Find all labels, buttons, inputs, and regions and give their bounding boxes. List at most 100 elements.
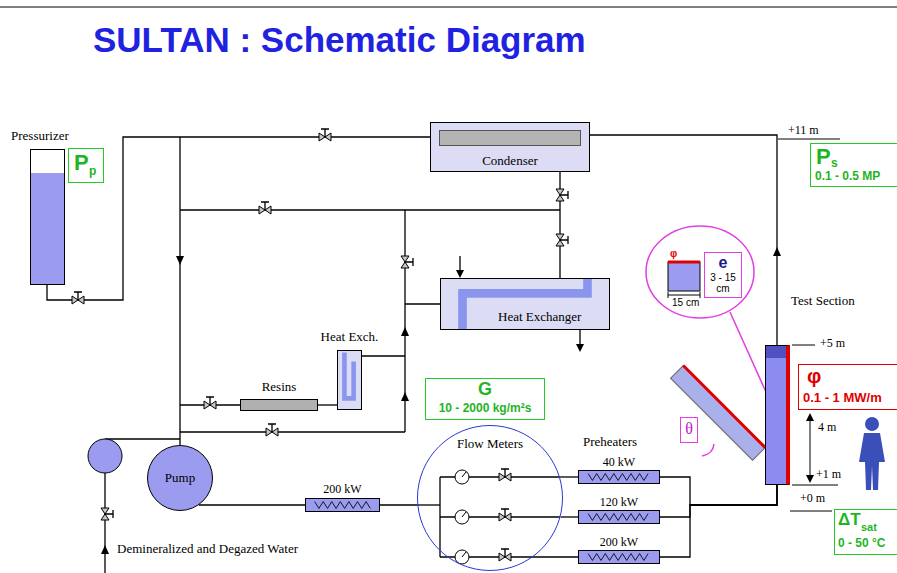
arrow-head [576,344,584,352]
pipe-connector [560,476,578,477]
pipe-connector [660,485,777,517]
flow-meter-group: Flow Meters [417,425,563,571]
node-text: 15 cm [672,297,699,308]
pressure-box: Pp [68,148,104,183]
valve [499,509,511,521]
subcooling-box: ΔTsat0 - 50 °C [834,509,897,555]
pipe-connector [660,477,777,505]
node-text: 0 - 50 °C [838,536,885,550]
node-text: p [89,164,96,178]
flow-meter [455,470,469,484]
inset-outline [646,226,754,318]
angle-arc [702,444,714,456]
flow-meter [455,510,469,524]
elevation-label: +11 m [788,123,819,138]
coolant-channel [344,352,353,398]
shape-art [306,499,379,511]
meter-needle [462,552,466,557]
pipe-connector [533,556,578,557]
node-text: θ [685,420,693,438]
tilted-test-section [671,366,766,461]
thickness-box: e3 - 15 cm [704,252,742,298]
person-body [859,433,885,490]
node-text: P [74,150,89,176]
node-text: 40 kW [603,455,635,470]
node-text: Heat Exchanger [498,309,581,325]
inset-callout: φ15 cme3 - 15 cm [645,225,755,319]
arrow-head [773,247,781,256]
heat-flux-box: φ0.1 - 1 MW/m [798,364,897,410]
pipe [105,438,180,439]
inset-leader [730,312,766,392]
heater-coil [588,514,648,521]
node-text: Heat Exch. [321,329,379,345]
level-mark [792,485,838,486]
resin-bed: Resins [240,399,318,411]
valve [266,424,278,436]
pipe [362,355,405,356]
node-text: sat [861,521,877,533]
heater-coil [315,502,371,509]
pressurizer-vessel: Pressurizer [30,149,65,285]
elevation-label: +5 m [820,336,845,351]
dimension-line [810,420,811,476]
test-section: Test Section [765,345,790,485]
pipe [180,431,405,432]
elevation-label: +0 m [800,491,825,506]
node-text: 120 kW [600,495,638,510]
pipe [180,209,560,210]
flow-meter-symbols [455,470,469,564]
arrow-head [101,545,109,554]
preheater: 200 kW [578,550,660,564]
node-text: 200 kW [323,482,361,497]
flow-arrows [101,247,781,554]
arrow-head [176,256,184,265]
preheater: 40 kW [578,470,660,484]
node-text: 10 - 2000 kg/m²s [439,401,532,415]
pipe-connector [199,504,305,505]
meter-needle [462,512,466,517]
test-section-cap [766,346,786,358]
pipe [405,303,440,304]
level-mark [778,139,840,140]
heat-exchanger: Heat Exchanger [440,278,610,330]
pipe-lines [105,137,580,573]
meter-needle [462,472,466,477]
person-figure [859,417,885,490]
pipe-connector [561,516,579,517]
node-text: G [478,379,492,400]
valve [401,256,413,268]
angle-box: θ [680,417,698,443]
valve [101,508,113,520]
pipe [179,137,180,445]
pipe-connector [47,137,430,300]
valve [556,234,568,246]
pipe [104,473,105,573]
node-text: e [719,254,728,272]
valve [499,469,511,481]
preheater: 120 kW [578,510,660,524]
heated-wall [668,261,700,264]
pipe-connector [559,172,560,278]
arrow-head [401,327,409,336]
valve [259,202,271,214]
pipe-connector [380,504,417,505]
condenser-tubes [439,130,581,146]
feed-tank [88,439,122,473]
frame-line [0,7,897,8]
mass-flux-box: G10 - 2000 kg/m²s [425,378,545,420]
node-text: Test Section [791,293,855,309]
arrow-head [806,413,814,421]
pipe [459,256,460,272]
node-text: Resins [262,379,297,395]
pressure-box: Ps0.1 - 0.5 MP [810,143,897,187]
valve [72,292,84,304]
pump: Pump [147,445,213,511]
channel-section [668,262,700,291]
node-text: P [816,144,831,170]
arrow-head [456,270,464,278]
dimension-label: 4 m [818,420,836,435]
heater-coil [588,554,648,561]
heater: 200 kW [305,498,380,512]
pipe [440,556,533,557]
